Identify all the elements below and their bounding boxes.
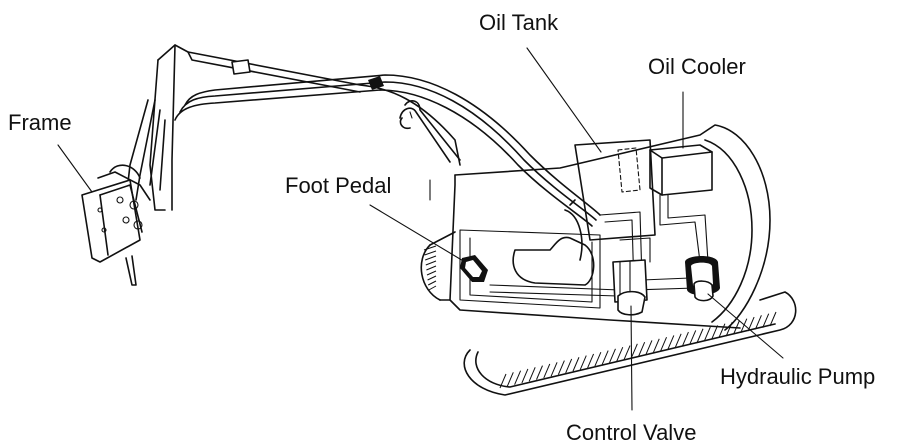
- breaker-frame: [81, 164, 151, 286]
- arm: [125, 99, 166, 201]
- leader-control-valve: [630, 305, 633, 411]
- crawler-track: [420, 244, 797, 396]
- label-frame: Frame: [8, 110, 72, 135]
- label-foot-pedal: Foot Pedal: [285, 173, 391, 198]
- hydraulic-lines: [174, 74, 709, 297]
- label-oil-cooler: Oil Cooler: [648, 54, 746, 79]
- leader-frame: [57, 144, 93, 193]
- boom: [149, 44, 461, 211]
- leader-lines: [57, 47, 784, 411]
- oil-cooler: [649, 144, 713, 196]
- leader-foot-pedal: [369, 204, 466, 263]
- label-hydraulic-pump: Hydraulic Pump: [720, 364, 875, 389]
- leader-hydraulic-pump: [707, 293, 784, 359]
- cab-body: [429, 124, 771, 331]
- label-oil-tank: Oil Tank: [479, 10, 559, 35]
- hydraulic-pump: [685, 255, 720, 302]
- oil-tank: [574, 139, 656, 241]
- control-valve: [612, 259, 648, 316]
- label-control-valve: Control Valve: [566, 420, 696, 444]
- foot-pedal: [460, 255, 488, 282]
- leader-oil-tank: [526, 47, 602, 153]
